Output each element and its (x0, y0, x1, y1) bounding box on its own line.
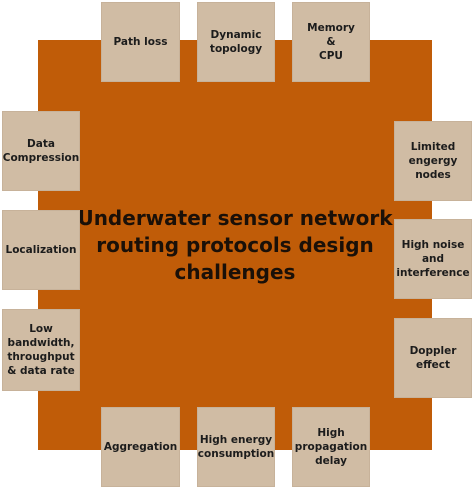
challenge-box-doppler-effect: Doppler effect (394, 318, 472, 398)
challenge-box-memory-cpu: Memory & CPU (292, 2, 370, 82)
challenge-label: Aggregation (103, 441, 178, 453)
challenge-label: Path loss (113, 36, 168, 48)
challenge-box-high-propagation-delay: High propagation delay (292, 407, 370, 487)
challenge-box-path-loss: Path loss (101, 2, 180, 82)
challenge-label: Doppler effect (409, 345, 457, 371)
challenge-box-low-bandwidth: Low bandwidth, throughput & data rate (2, 309, 80, 391)
challenge-label: Data Compression (2, 138, 80, 164)
challenge-label: Localization (5, 244, 77, 256)
challenge-label: High propagation delay (294, 427, 368, 467)
challenge-label: Limited engergy nodes (408, 141, 458, 181)
challenge-box-high-noise-interference: High noise and interference (394, 219, 472, 299)
challenge-label: Memory & CPU (307, 22, 355, 62)
challenge-box-high-energy-consumption: High energy consumption (197, 407, 275, 487)
central-challenge-block (38, 40, 432, 450)
central-title: Underwater sensor network routing protoc… (77, 206, 393, 284)
challenge-box-limited-energy-nodes: Limited engergy nodes (394, 121, 472, 201)
challenge-box-aggregation: Aggregation (101, 407, 180, 487)
challenge-box-localization: Localization (2, 210, 80, 290)
challenge-box-dynamic-topology: Dynamic topology (197, 2, 275, 82)
challenge-label: High noise and interference (396, 239, 470, 279)
challenge-label: Dynamic topology (209, 29, 263, 55)
challenge-label: High energy consumption (197, 434, 275, 460)
challenge-box-data-compression: Data Compression (2, 111, 80, 191)
challenge-label: Low bandwidth, throughput & data rate (7, 323, 75, 377)
